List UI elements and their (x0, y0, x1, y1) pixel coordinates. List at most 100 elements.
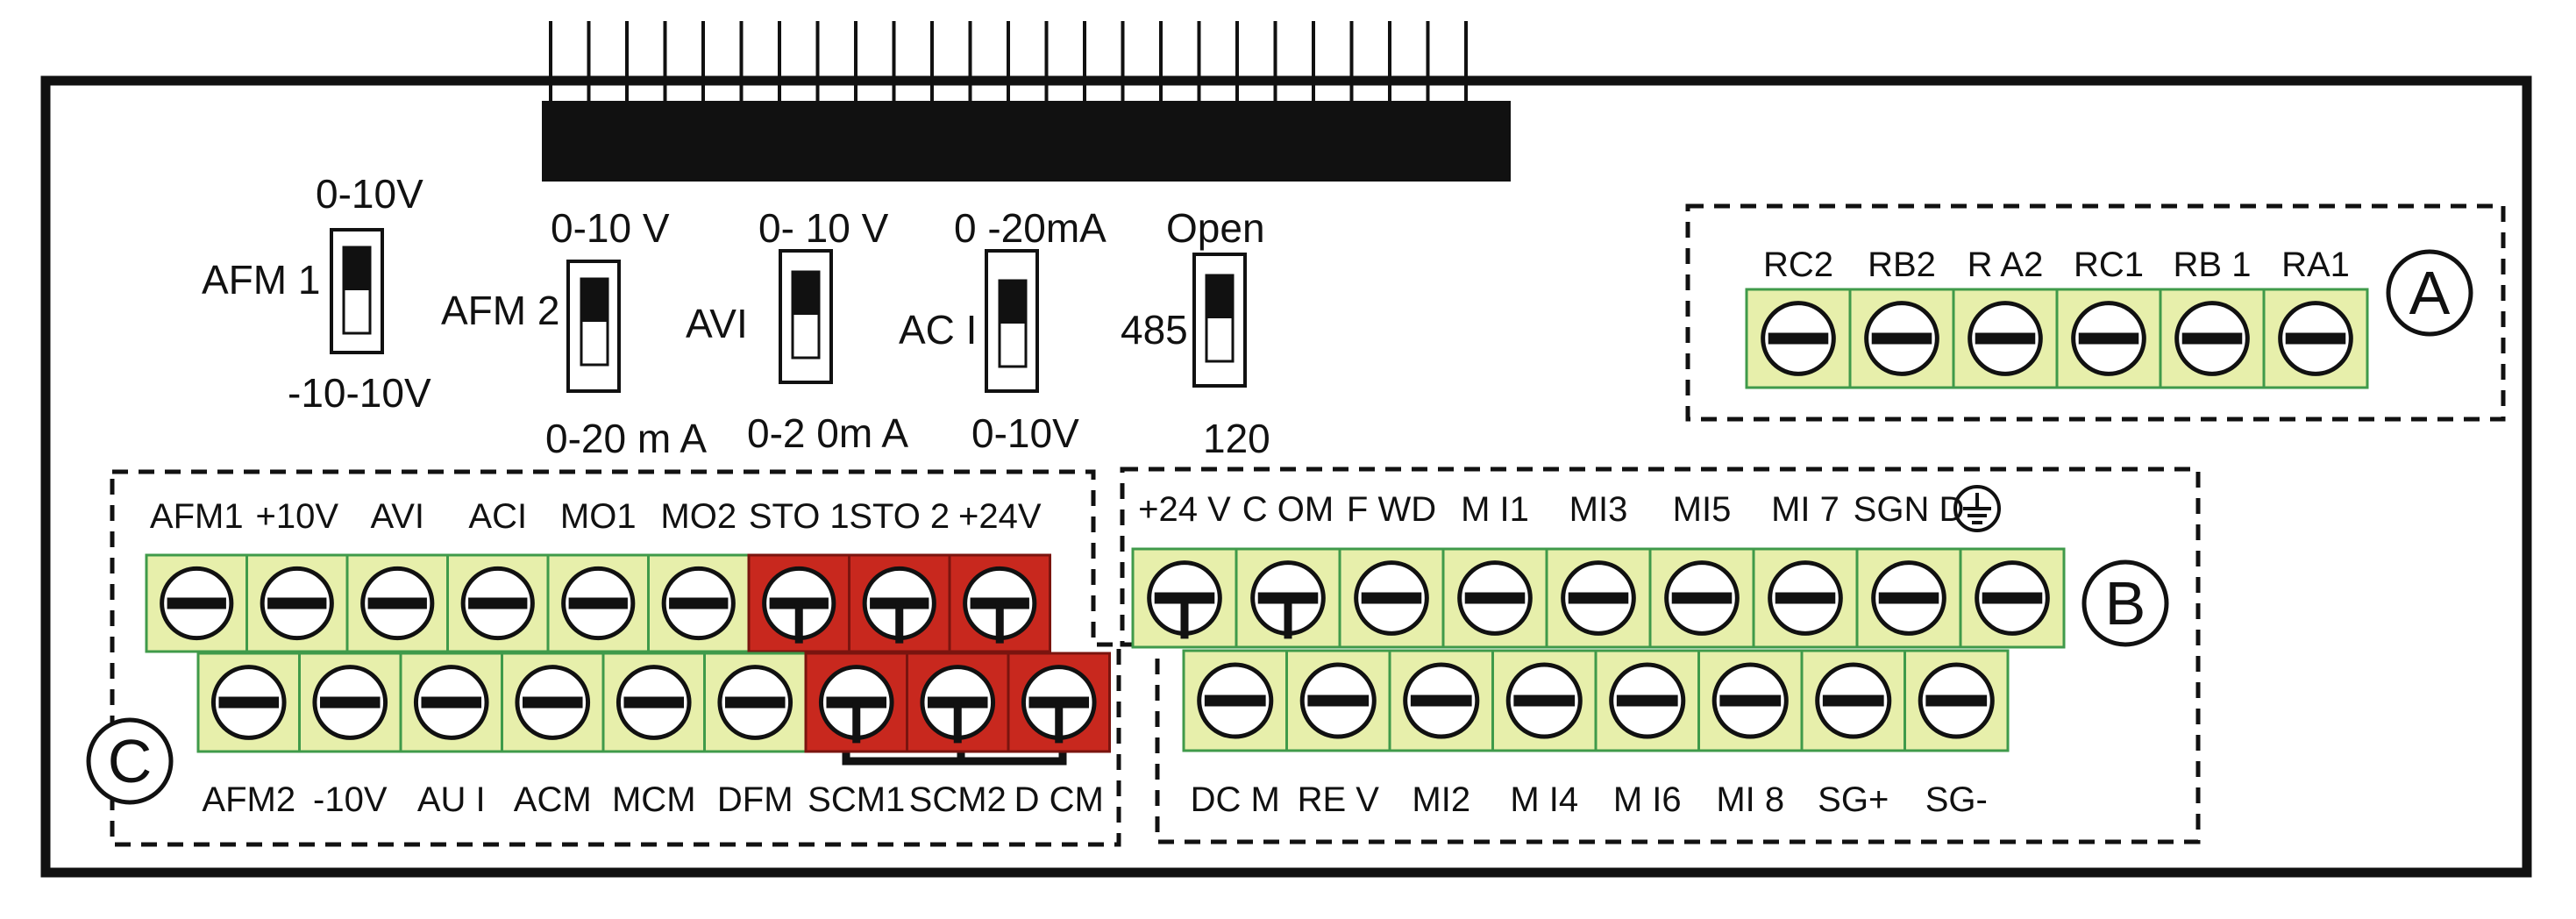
top-connector (542, 21, 1511, 182)
terminal-afm1[interactable] (145, 553, 248, 653)
terminal-scm2[interactable] (906, 652, 1010, 753)
terminal-c-om[interactable] (1235, 547, 1341, 649)
terminal-label: SCM2 (909, 780, 1007, 819)
terminal-acm[interactable] (501, 652, 605, 753)
avi-name-label: AVI (686, 301, 748, 346)
terminal-label: +24V (958, 497, 1042, 536)
terminal-label: RB 1 (2174, 246, 2252, 284)
terminal-m-i6[interactable] (1594, 649, 1700, 752)
terminal-m-i4[interactable] (1491, 649, 1598, 752)
terminal-label: M I4 (1510, 780, 1578, 819)
terminal-sg[interactable] (1904, 649, 2010, 752)
terminal-mi-7[interactable] (1752, 547, 1859, 649)
terminal-label: MI 7 (1771, 490, 1839, 529)
terminal-label: SCM1 (808, 780, 905, 819)
terminal-label: ACM (514, 780, 592, 819)
terminal-mi2[interactable] (1388, 649, 1494, 752)
dip-switch-aci[interactable]: 0 -20mA AC I 0-10V (899, 205, 1107, 456)
terminal-dfm[interactable] (703, 652, 808, 753)
group-c-marker: C (86, 717, 174, 805)
afm2-top-label: 0-10 V (551, 205, 670, 251)
terminal-afm2[interactable] (196, 652, 301, 753)
terminal-label: MI5 (1673, 490, 1732, 529)
terminal-ground-icon[interactable] (1959, 547, 2066, 649)
terminal-r-a2[interactable] (1952, 288, 2059, 389)
group-c-border (110, 469, 1121, 847)
dip-switch-afm2[interactable]: 0-10 V AFM 2 0-20 m A (441, 205, 707, 461)
avi-bottom-label: 0-2 0m A (747, 410, 908, 456)
terminal-label: RC2 (1763, 246, 1833, 284)
terminal-label: C OM (1242, 490, 1334, 529)
afm1-top-label: 0-10V (316, 171, 423, 217)
terminal-rb2[interactable] (1848, 288, 1955, 389)
dip-switch-afm1[interactable]: 0-10V AFM 1 -10-10V (202, 171, 431, 416)
terminal-24v[interactable] (948, 553, 1051, 653)
terminal-24-v[interactable] (1131, 547, 1238, 649)
terminal-label: AFM2 (202, 780, 295, 819)
terminal-label: AU I (417, 780, 486, 819)
board-outline (40, 75, 2532, 878)
afm1-bottom-label: -10-10V (288, 370, 431, 416)
terminal-dc-m[interactable] (1182, 649, 1288, 752)
aci-top-label: 0 -20mA (954, 205, 1107, 251)
aci-switch-knob (1000, 281, 1026, 324)
terminal-label: AFM1 (150, 497, 244, 536)
terminal-rb-1[interactable] (2159, 288, 2266, 389)
terminal-mo1[interactable] (546, 553, 650, 653)
terminal-rc2[interactable] (1745, 288, 1852, 389)
afm1-name-label: AFM 1 (202, 257, 320, 303)
terminal-aci[interactable] (446, 553, 550, 653)
group-b-marker: B (2081, 559, 2169, 647)
dip-switch-avi[interactable]: 0- 10 V AVI 0-2 0m A (686, 205, 908, 456)
terminal-label: MI 8 (1716, 780, 1784, 819)
terminal-label: M I6 (1613, 780, 1682, 819)
terminal-label: R A2 (1968, 246, 2044, 284)
terminal-label: MO1 (560, 497, 637, 536)
terminal-label: SG- (1925, 780, 1988, 819)
terminal-sg[interactable] (1800, 649, 1906, 752)
terminal-scm1[interactable] (804, 652, 908, 753)
rs485-switch-knob (1206, 275, 1233, 318)
terminal-label: ACI (468, 497, 527, 536)
terminal-label: F WD (1347, 490, 1436, 529)
terminal-label: STO 1 (749, 497, 850, 536)
terminal-mi5[interactable] (1648, 547, 1755, 649)
terminal-label: AVI (370, 497, 424, 536)
terminal-label: DFM (717, 780, 793, 819)
group-a-border (1685, 203, 2506, 422)
terminal-f-wd[interactable] (1338, 547, 1445, 649)
terminal-label: RC1 (2074, 246, 2144, 284)
afm2-name-label: AFM 2 (441, 288, 559, 333)
terminal-d-cm[interactable] (1007, 652, 1111, 753)
terminal-10v[interactable] (298, 652, 402, 753)
terminal-m-i1[interactable] (1441, 547, 1548, 649)
svg-text:C: C (108, 727, 153, 795)
aci-bottom-label: 0-10V (971, 410, 1079, 456)
terminal-label: RE V (1298, 780, 1380, 819)
terminal-sgn-d[interactable] (1855, 547, 1962, 649)
terminal-mi3[interactable] (1545, 547, 1652, 649)
group-b-border (1120, 467, 2201, 844)
terminal-ra1[interactable] (2262, 288, 2369, 389)
terminal-mcm[interactable] (601, 652, 706, 753)
rs485-name-label: 485 (1121, 307, 1188, 353)
svg-text:B: B (2105, 569, 2146, 638)
terminal-label: +24 V (1138, 490, 1231, 529)
terminal-label: RB2 (1868, 246, 1936, 284)
terminal-sto-1[interactable] (747, 553, 850, 653)
rs485-bottom-label: 120 (1203, 416, 1270, 461)
terminal-re-v[interactable] (1285, 649, 1391, 752)
terminal-rc1[interactable] (2055, 288, 2162, 389)
terminal-label: MI3 (1569, 490, 1628, 529)
terminal-avi[interactable] (345, 553, 449, 653)
terminal-10v[interactable] (246, 553, 349, 653)
terminal-mo2[interactable] (647, 553, 751, 653)
dip-switch-485[interactable]: Open 485 120 (1121, 205, 1270, 461)
terminal-mi-8[interactable] (1697, 649, 1804, 752)
terminal-sto-2[interactable] (848, 553, 951, 653)
terminal-label: -10V (313, 780, 388, 819)
terminal-au-i[interactable] (399, 652, 503, 753)
